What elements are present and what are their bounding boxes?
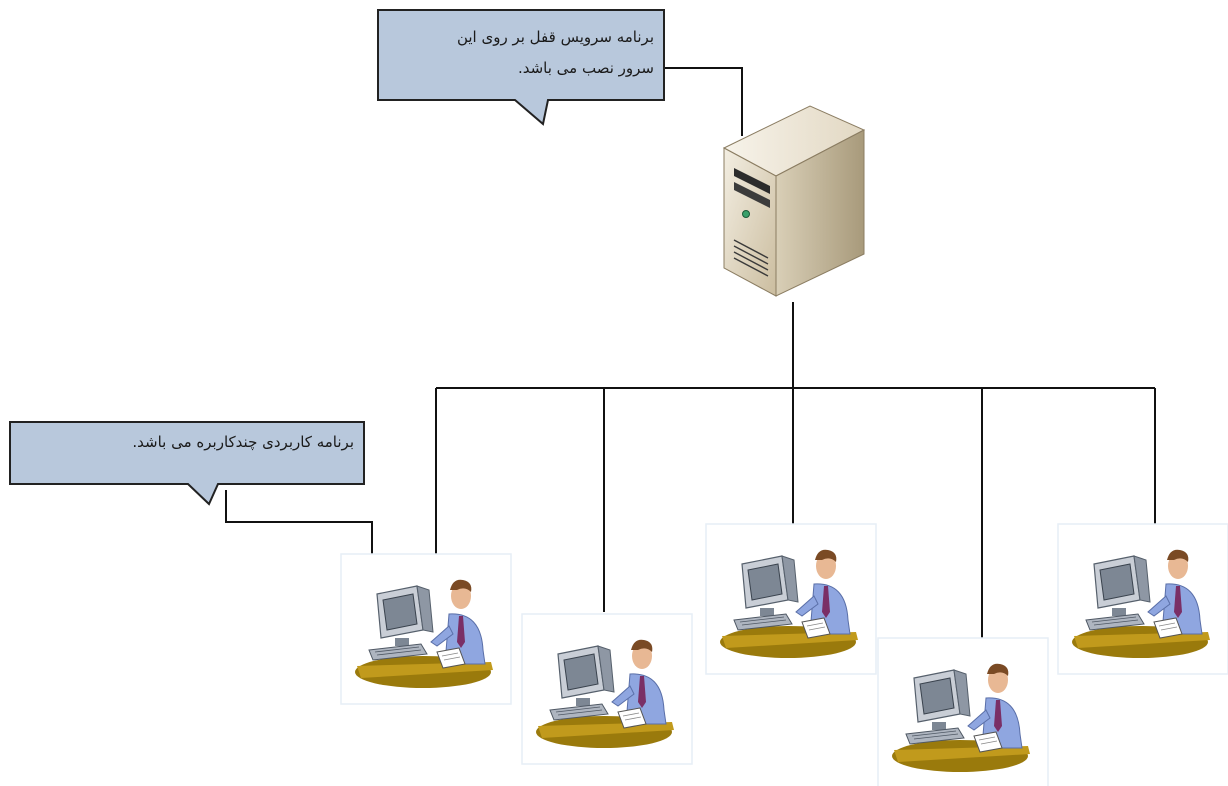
server-tower-icon	[722, 105, 866, 297]
user-at-computer-icon	[521, 613, 693, 765]
client-callout-bubble	[9, 421, 365, 506]
client-callout-leader	[225, 490, 373, 555]
user-at-computer-icon	[1057, 523, 1228, 675]
server-callout-bubble	[377, 9, 665, 126]
user-at-computer-icon	[877, 637, 1049, 786]
workstation-1	[340, 553, 512, 705]
user-at-computer-icon	[705, 523, 877, 675]
server-callout-line-2: سرور نصب می باشد.	[517, 59, 654, 77]
server-callout-line-1: برنامه سرویس قفل بر روی این	[456, 28, 654, 46]
workstation-2	[521, 613, 693, 765]
server-callout-text: برنامه سرویس قفل بر روی این سرور نصب می …	[392, 22, 654, 84]
server-callout-leader	[665, 67, 743, 136]
client-callout-text: برنامه کاربردی چندکاربره می باشد.	[132, 433, 354, 451]
user-at-computer-icon	[340, 553, 512, 705]
workstation-5	[1057, 523, 1228, 675]
workstation-4	[877, 637, 1049, 786]
workstation-3	[705, 523, 877, 675]
connectors	[225, 67, 1156, 638]
